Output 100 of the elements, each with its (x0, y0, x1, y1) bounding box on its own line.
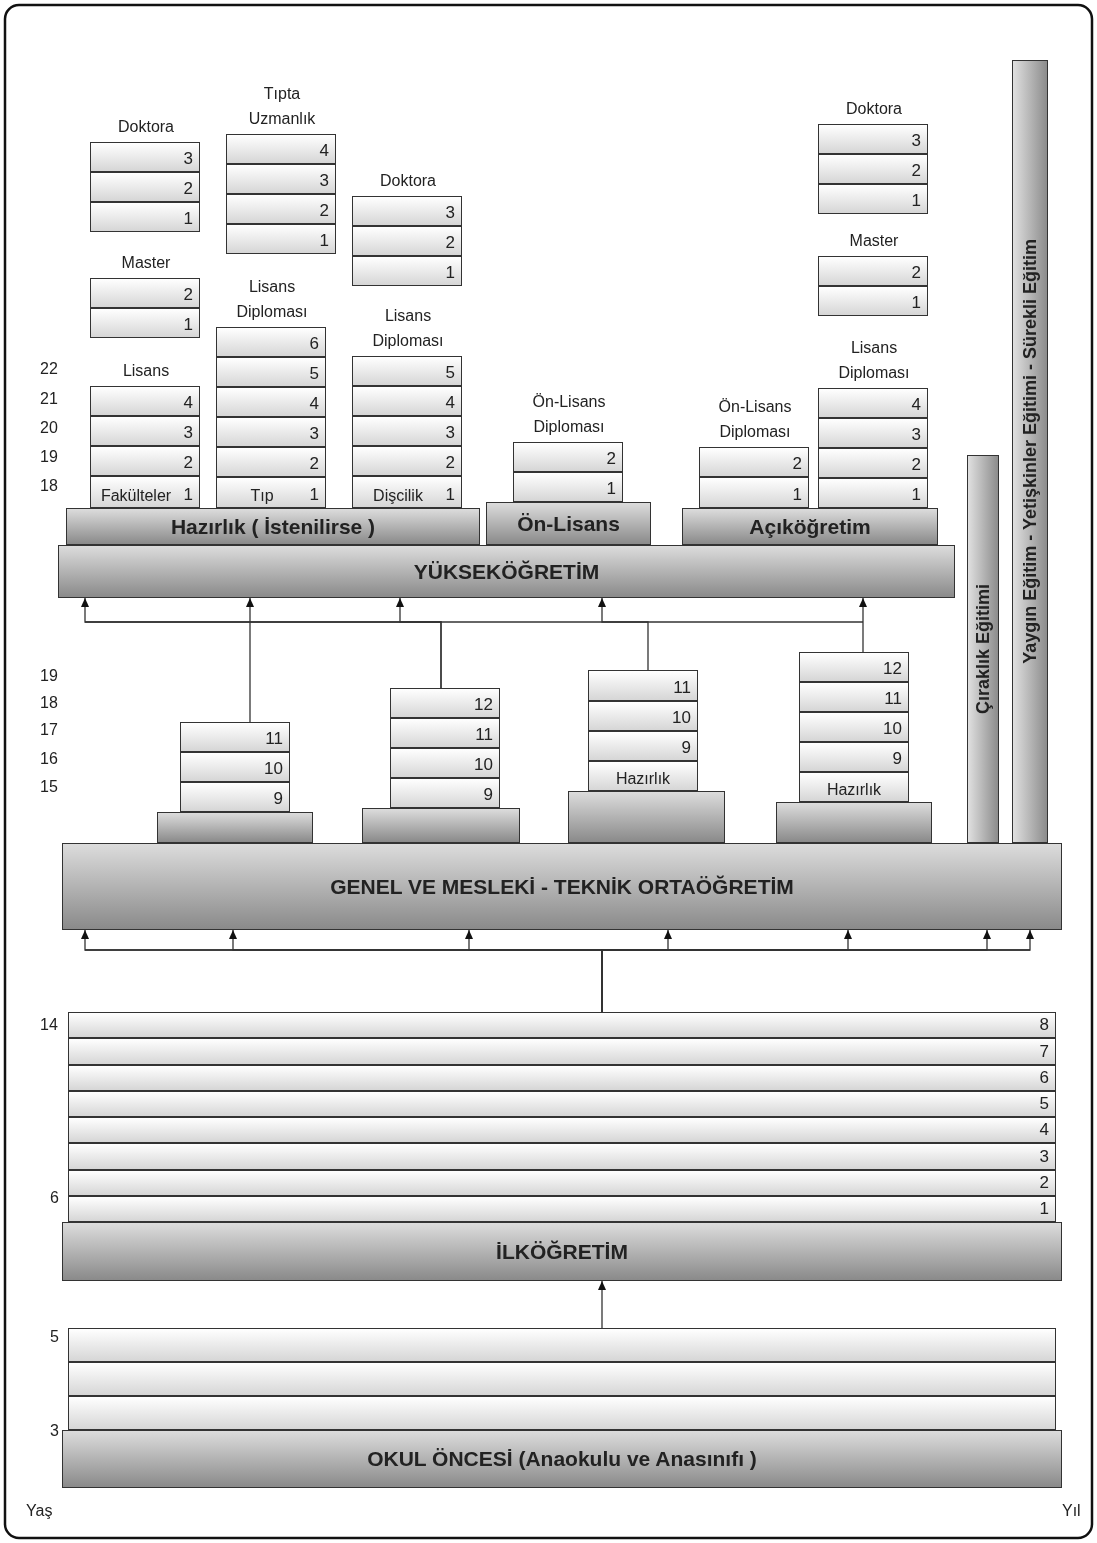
age-number: 17 (40, 721, 58, 739)
grade-number: 9 (681, 738, 691, 758)
grade-cell (799, 652, 909, 682)
grade-cell (799, 772, 909, 802)
grade-cell (68, 1195, 1056, 1222)
grade-cell (352, 256, 462, 286)
grade-cell (799, 712, 909, 742)
grade-cell (216, 447, 326, 477)
grade-number: 1 (911, 485, 921, 505)
age-number: 20 (40, 419, 58, 437)
grade-number: 1 (911, 293, 921, 313)
level-band (682, 508, 938, 545)
grade-number: 3 (183, 149, 193, 169)
grade-number: 2 (183, 285, 193, 305)
grade-cell (68, 1143, 1056, 1170)
age-number: 15 (40, 778, 58, 796)
grade-cell (390, 688, 500, 718)
stack-base (776, 802, 932, 843)
grade-number: 2 (183, 179, 193, 199)
band-title: OKUL ÖNCESİ (Anaokulu ve Anasınıfı ) (367, 1447, 757, 1471)
band-title: İLKÖĞRETİM (496, 1239, 628, 1264)
grade-number: 2 (911, 455, 921, 475)
axis-label: Yıl (1062, 1502, 1081, 1520)
grade-cell (818, 286, 928, 316)
grade-number: 8 (1039, 1015, 1049, 1036)
stack-heading: Master (848, 231, 900, 251)
grade-number: 3 (911, 131, 921, 151)
level-band (486, 502, 651, 545)
grade-number: 9 (892, 749, 902, 769)
grade-number: 1 (606, 479, 616, 499)
band-title: Çıraklık Eğitimi (972, 583, 994, 714)
band-title: Ön-Lisans (517, 511, 620, 536)
grade-number: 10 (474, 755, 493, 775)
grade-number: 1 (183, 209, 193, 229)
age-number: 3 (50, 1422, 59, 1440)
stack-heading: Lisans Diploması (371, 306, 445, 351)
grade-number: 2 (319, 201, 329, 221)
grade-number: 4 (1039, 1120, 1049, 1141)
grade-number: 2 (445, 453, 455, 473)
grade-cell (226, 194, 336, 224)
grade-number: 5 (445, 363, 455, 383)
grade-cell (390, 748, 500, 778)
grade-cell (90, 308, 200, 338)
stack-heading: Lisans Diploması (235, 277, 309, 322)
grade-row (68, 1396, 1056, 1430)
grade-cell (352, 386, 462, 416)
grade-cell (588, 731, 698, 761)
grade-cell (390, 778, 500, 808)
grade-cell (68, 1090, 1056, 1117)
grade-number: 6 (309, 334, 319, 354)
grade-number: 4 (911, 395, 921, 415)
grade-number: 1 (183, 315, 193, 335)
grade-cell (180, 752, 290, 782)
grade-cell (90, 172, 200, 202)
grade-number: 4 (309, 394, 319, 414)
grade-number: 3 (1039, 1146, 1049, 1167)
arrow (396, 597, 442, 689)
band-title: YÜKSEKÖĞRETİM (413, 559, 600, 584)
grade-cell (352, 446, 462, 476)
stack-base (157, 812, 313, 843)
grade-number: 1 (183, 485, 193, 505)
stack-heading: Doktora (117, 117, 175, 137)
grade-cell (513, 472, 623, 502)
age-number: 18 (40, 694, 58, 712)
grade-row (68, 1328, 1056, 1362)
grade-cell (818, 448, 928, 478)
grade-number: 10 (672, 708, 691, 728)
grade-number: 11 (673, 678, 691, 698)
level-band (62, 1430, 1062, 1488)
stack-heading: Doktora (379, 171, 437, 191)
level-band (62, 1222, 1062, 1281)
stack-base (568, 791, 725, 843)
grade-cell (68, 1012, 1056, 1039)
age-number: 14 (40, 1016, 58, 1034)
grade-cell (180, 782, 290, 812)
grade-number: 10 (883, 719, 902, 739)
grade-number: 2 (911, 263, 921, 283)
stack-heading: Doktora (845, 99, 903, 119)
grade-cell (588, 670, 698, 701)
age-number: 6 (50, 1189, 59, 1207)
grade-cell (390, 718, 500, 748)
band-title: Açıköğretim (749, 514, 871, 539)
level-band (62, 843, 1062, 930)
level-band (58, 545, 955, 598)
grade-cell (818, 184, 928, 214)
age-number: 22 (40, 360, 58, 378)
grade-number: 1 (309, 485, 319, 505)
grade-number: 4 (183, 393, 193, 413)
grade-number: 3 (445, 203, 455, 223)
grade-cell (68, 1064, 1056, 1091)
grade-cell (818, 154, 928, 184)
arrow (246, 597, 254, 723)
grade-number: 1 (792, 485, 802, 505)
grade-number: 6 (1039, 1067, 1049, 1088)
column-label: Tıp (249, 486, 275, 506)
grade-cell (68, 1169, 1056, 1196)
grade-cell (352, 416, 462, 446)
grade-cell (68, 1117, 1056, 1144)
grade-number: 12 (474, 695, 493, 715)
grade-number: 12 (883, 659, 902, 679)
